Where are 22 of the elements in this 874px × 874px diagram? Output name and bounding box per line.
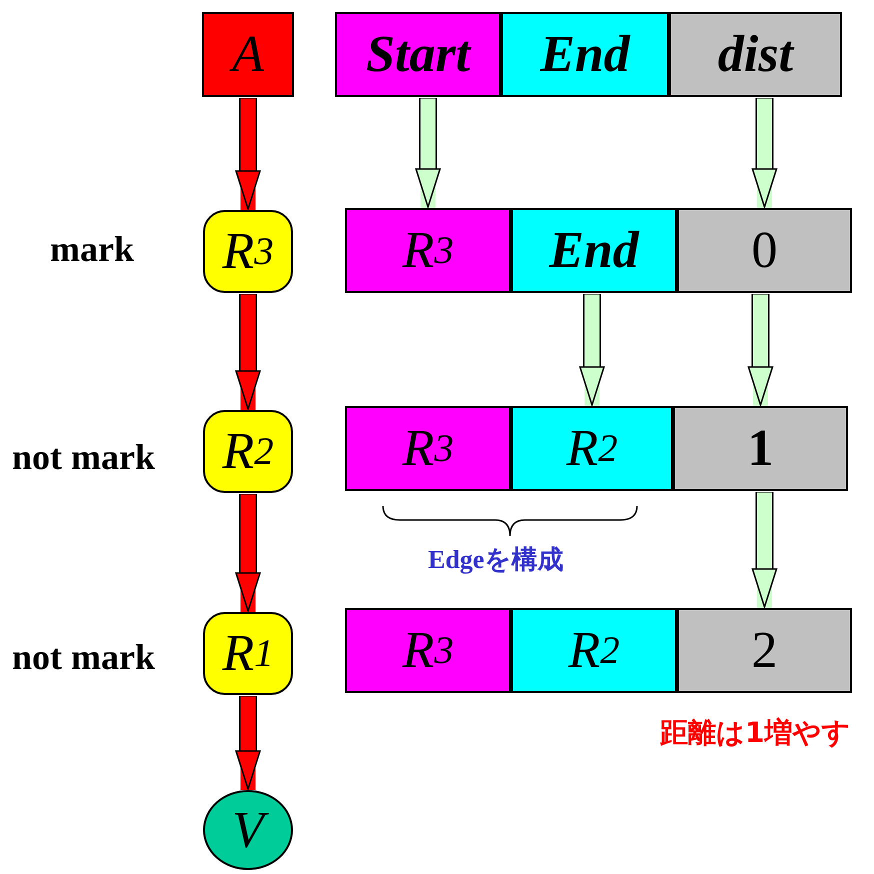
table-cell: End bbox=[501, 12, 669, 97]
annotation-text: 距離は1増やす bbox=[660, 715, 850, 751]
table-cell: 2 bbox=[677, 608, 852, 693]
block-arrow bbox=[235, 294, 261, 410]
label-text: not mark bbox=[12, 436, 155, 478]
table-cell: dist bbox=[669, 12, 842, 97]
block-arrow bbox=[748, 294, 774, 406]
table-cell: 1 bbox=[673, 406, 848, 491]
block-arrow bbox=[235, 494, 261, 612]
table-cell: End bbox=[511, 208, 677, 293]
block-arrow bbox=[235, 696, 261, 790]
block-arrow bbox=[752, 98, 778, 208]
block-arrow bbox=[235, 98, 261, 210]
table-cell: 0 bbox=[677, 208, 852, 293]
table-cell: Start bbox=[335, 12, 501, 97]
label-text: not mark bbox=[12, 636, 155, 678]
vertex-circle: V bbox=[203, 790, 293, 870]
block-arrow bbox=[415, 98, 441, 208]
label-text: mark bbox=[50, 228, 134, 270]
vertex-box: A bbox=[202, 12, 294, 97]
annotation-text: Edgeを構成 bbox=[428, 544, 564, 576]
block-arrow bbox=[752, 492, 778, 608]
